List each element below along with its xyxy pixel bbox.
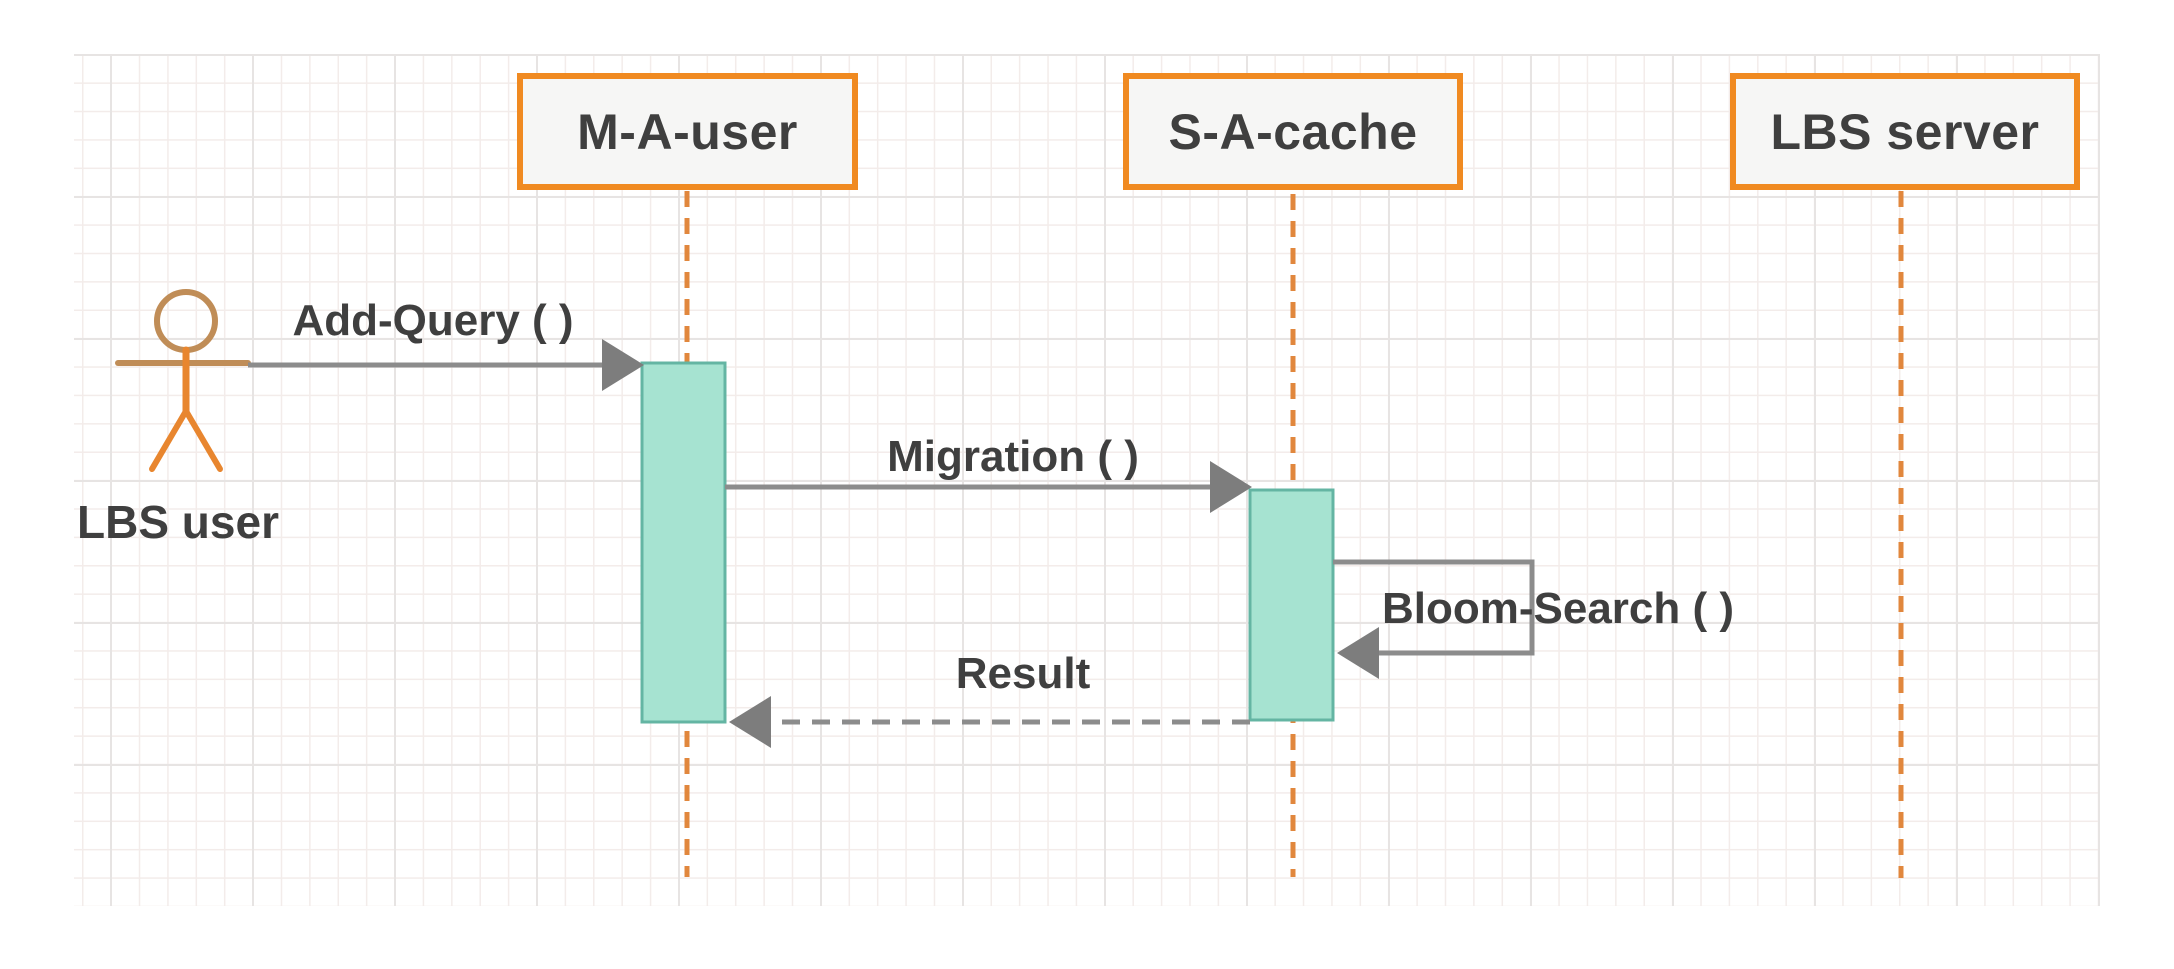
message-label-result: Result — [955, 649, 1091, 698]
arrowhead-migration — [1210, 461, 1252, 513]
arrowhead-bloom-search — [1337, 627, 1379, 679]
actor-legs — [149, 405, 223, 472]
actor-label: LBS user — [77, 496, 279, 548]
actor-head — [154, 289, 218, 353]
activation-bar-s-a-cache — [1248, 488, 1335, 722]
participant-box-m-a-user: M-A-user — [517, 73, 858, 190]
activation-bar-m-a-user — [640, 361, 727, 724]
participant-box-s-a-cache: S-A-cache — [1123, 73, 1463, 190]
message-label-migration: Migration ( ) — [887, 432, 1139, 481]
participant-label: S-A-cache — [1168, 103, 1418, 160]
message-label-add-query: Add-Query ( ) — [292, 296, 574, 345]
arrowhead-result — [729, 696, 771, 748]
message-label-bloom-search: Bloom-Search ( ) — [1381, 584, 1735, 633]
actor-figure — [115, 289, 251, 472]
arrowhead-add-query — [602, 339, 644, 391]
participant-box-lbs-server: LBS server — [1730, 73, 2080, 190]
message-line-bloom-search — [1333, 559, 1535, 656]
participant-label: M-A-user — [577, 103, 798, 160]
participant-label: LBS server — [1770, 103, 2040, 160]
grid-background — [74, 54, 2100, 906]
